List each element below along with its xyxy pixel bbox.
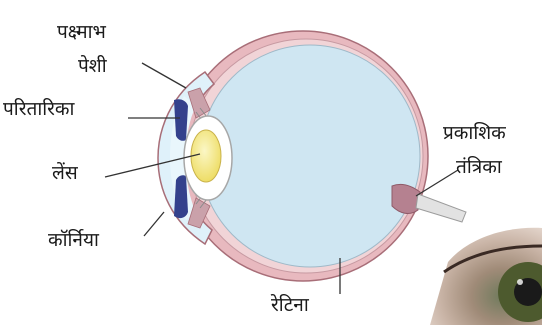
vitreous-body	[200, 45, 420, 267]
iris-lower	[174, 175, 188, 218]
eye-photo	[430, 228, 542, 325]
optic-nerve-stalk	[416, 194, 466, 222]
label-optic-nerve-line2: तंत्रिका	[456, 158, 502, 177]
label-lens: लेंस	[52, 164, 78, 183]
lens	[191, 130, 221, 182]
iris-upper	[174, 99, 188, 141]
label-optic-nerve-line1: प्रकाशिक	[443, 124, 506, 143]
label-cornea: कॉर्निया	[48, 231, 99, 250]
label-iris: परितारिका	[3, 100, 74, 119]
label-ciliary-muscle-line2: पेशी	[78, 57, 107, 76]
leader-cornea	[144, 212, 164, 236]
optic-nerve	[392, 184, 420, 213]
label-retina: रेटिना	[271, 296, 309, 315]
leader-ciliary	[142, 63, 186, 88]
label-ciliary-muscle-line1: पक्ष्माभ	[57, 23, 106, 42]
